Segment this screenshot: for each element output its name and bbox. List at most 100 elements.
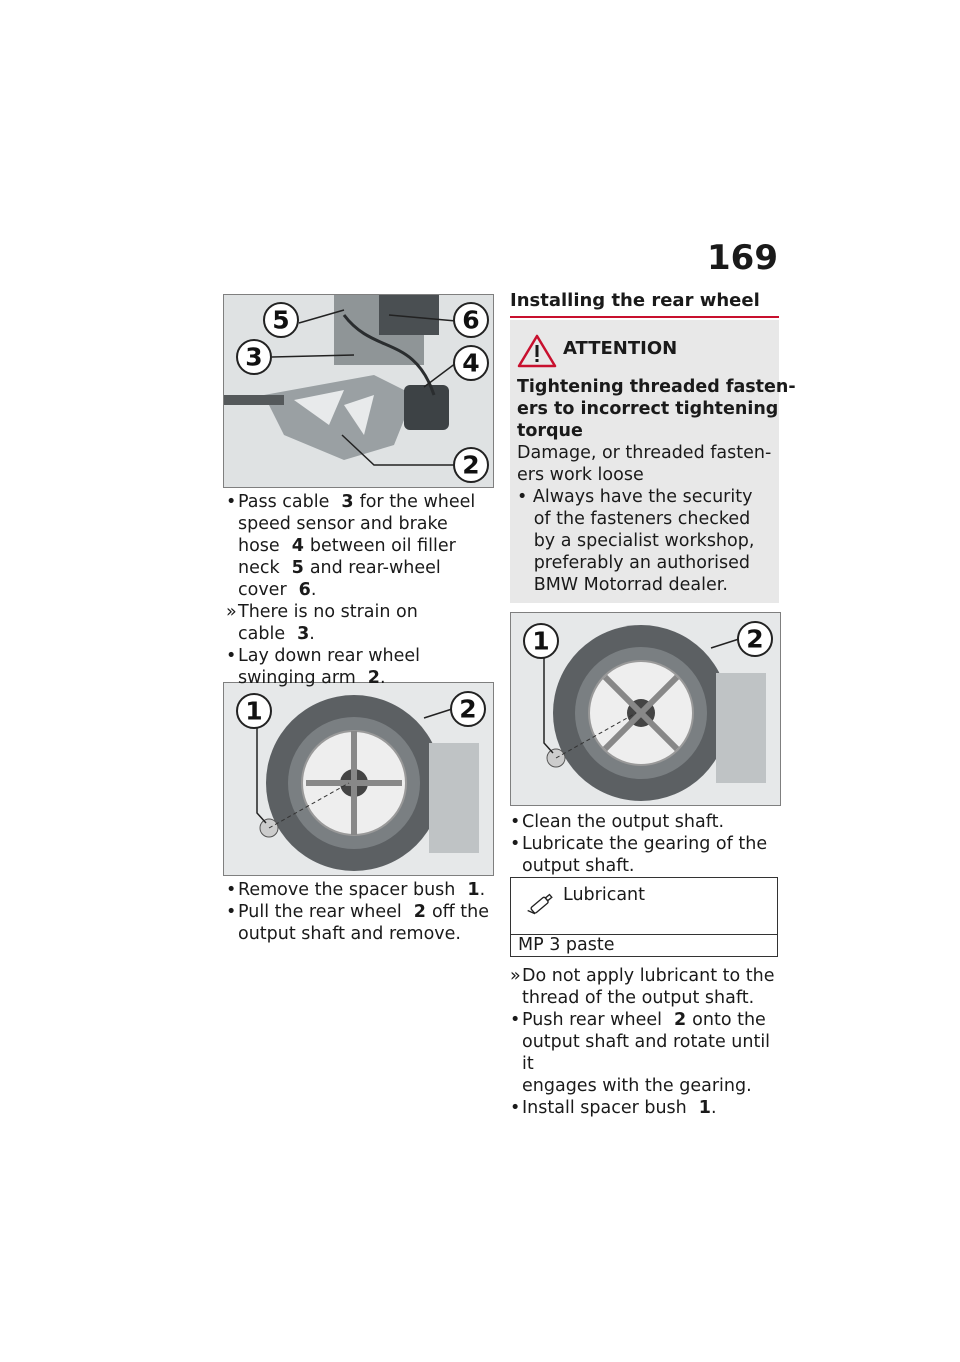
svg-text:3: 3 bbox=[245, 343, 262, 372]
line-text: engages with the gearing. bbox=[522, 1076, 752, 1096]
line-tail: . bbox=[479, 880, 486, 900]
line-text: Pass cable bbox=[238, 492, 330, 512]
instruction-line: output shaft and remove. bbox=[226, 923, 494, 945]
lubricant-separator bbox=[511, 934, 777, 935]
callout-6: 6 bbox=[453, 302, 489, 338]
attention-line: by a specialist workshop, bbox=[517, 531, 755, 551]
svg-text:2: 2 bbox=[462, 451, 479, 480]
line-text: Clean the output shaft. bbox=[522, 812, 725, 832]
figure-rear-wheel-install: 1 2 bbox=[510, 612, 781, 806]
list-marker: » bbox=[510, 966, 521, 986]
instruction-line: output shaft. bbox=[510, 855, 782, 877]
svg-text:4: 4 bbox=[462, 349, 479, 378]
reference-number: 3 bbox=[341, 492, 354, 512]
reference-number: 2 bbox=[673, 1010, 687, 1030]
list-marker: • bbox=[226, 902, 237, 922]
callout-1: 1 bbox=[523, 623, 559, 659]
reference-number: 2 bbox=[367, 668, 380, 688]
line-tail: . bbox=[379, 668, 386, 688]
reference-number: 1 bbox=[467, 880, 480, 900]
reference-number: 2 bbox=[413, 902, 426, 922]
page-number: 169 bbox=[707, 238, 778, 278]
reference-number: 6 bbox=[298, 580, 311, 600]
instruction-line: •Remove the spacer bush 1. bbox=[226, 879, 494, 901]
instruction-line: engages with the gearing. bbox=[510, 1075, 782, 1097]
line-text: Remove the spacer bush bbox=[238, 880, 456, 900]
svg-text:2: 2 bbox=[459, 695, 476, 724]
line-tail: . bbox=[710, 1098, 717, 1118]
callout-2: 2 bbox=[737, 621, 773, 657]
instruction-line: •Lubricate the gearing of the bbox=[510, 833, 782, 855]
line-tail: between oil filler bbox=[309, 536, 456, 556]
instruction-line: output shaft and rotate until it bbox=[510, 1031, 782, 1075]
callout-2: 2 bbox=[450, 691, 486, 727]
line-text: output shaft and rotate until it bbox=[522, 1032, 771, 1074]
attention-line: • Always have the security bbox=[517, 487, 753, 507]
callout-4: 4 bbox=[453, 345, 489, 381]
heading-rule bbox=[510, 316, 779, 318]
svg-text:1: 1 bbox=[245, 697, 262, 726]
line-text: speed sensor and brake bbox=[238, 514, 448, 534]
list-marker: • bbox=[510, 1010, 521, 1030]
line-text: thread of the output shaft. bbox=[522, 988, 755, 1008]
line-text: Lubricate the gearing of the bbox=[522, 834, 768, 854]
instruction-line: •Clean the output shaft. bbox=[510, 811, 782, 833]
warning-triangle-icon bbox=[517, 334, 557, 368]
list-marker: • bbox=[226, 880, 237, 900]
reference-number: 1 bbox=[698, 1098, 711, 1118]
left-block-2: •Remove the spacer bush 1. •Pull the rear … bbox=[226, 879, 494, 945]
line-text: Lay down rear wheel bbox=[238, 646, 421, 666]
figure-caliper-swingarm: 5 6 3 4 2 bbox=[223, 294, 494, 488]
rear-wheel-removal-illustration: 1 2 bbox=[224, 683, 493, 875]
callout-2: 2 bbox=[453, 447, 489, 483]
lubricant-header: Lubricant bbox=[563, 885, 645, 905]
line-text: There is no strain on cable bbox=[238, 602, 418, 644]
line-text: Do not apply lubricant to the bbox=[522, 966, 775, 986]
lubricant-table: Lubricant MP 3 paste bbox=[510, 877, 778, 957]
list-marker: • bbox=[510, 1098, 521, 1118]
list-marker: • bbox=[226, 492, 237, 512]
line-text: Pull the rear wheel bbox=[238, 902, 402, 922]
attention-line: ers work loose bbox=[517, 465, 644, 485]
attention-body: Tightening threaded fasten-ers to incorr… bbox=[517, 376, 796, 596]
line-tail: . bbox=[310, 580, 317, 600]
line-text: Install spacer bush bbox=[522, 1098, 687, 1118]
svg-text:6: 6 bbox=[462, 306, 479, 335]
svg-text:5: 5 bbox=[272, 306, 289, 335]
line-text: cover bbox=[238, 580, 287, 600]
line-text: output shaft and remove. bbox=[238, 924, 461, 944]
attention-line: torque bbox=[517, 421, 583, 441]
rear-wheel-install-illustration: 1 2 bbox=[511, 613, 780, 805]
list-marker: • bbox=[510, 834, 521, 854]
line-text: Push rear wheel bbox=[522, 1010, 662, 1030]
line-tail: onto the bbox=[692, 1010, 766, 1030]
instruction-line: »Do not apply lubricant to the bbox=[510, 965, 782, 987]
list-marker: • bbox=[226, 646, 237, 666]
lubricant-tube-icon bbox=[527, 893, 553, 915]
line-tail: off the bbox=[431, 902, 489, 922]
figure-rear-wheel-removal: 1 2 bbox=[223, 682, 494, 876]
section-heading: Installing the rear wheel bbox=[510, 290, 760, 311]
line-tail: and rear-wheel bbox=[309, 558, 441, 578]
line-text: neck bbox=[238, 558, 280, 578]
attention-line: ers to incorrect tightening bbox=[517, 399, 779, 419]
caliper-swingarm-illustration: 5 6 3 4 2 bbox=[224, 295, 493, 487]
callout-1: 1 bbox=[236, 693, 272, 729]
list-marker: » bbox=[226, 602, 237, 622]
right-block-3: •Clean the output shaft.•Lubricate the g… bbox=[510, 811, 782, 877]
callout-5: 5 bbox=[263, 302, 299, 338]
instruction-line: speed sensor and brake bbox=[226, 513, 494, 535]
instruction-line: •Install spacer bush 1. bbox=[510, 1097, 782, 1119]
svg-text:1: 1 bbox=[532, 627, 549, 656]
reference-number: 5 bbox=[291, 558, 304, 578]
attention-line: BMW Motorrad dealer. bbox=[517, 575, 728, 595]
reference-number: 4 bbox=[291, 536, 304, 556]
line-text: hose bbox=[238, 536, 280, 556]
